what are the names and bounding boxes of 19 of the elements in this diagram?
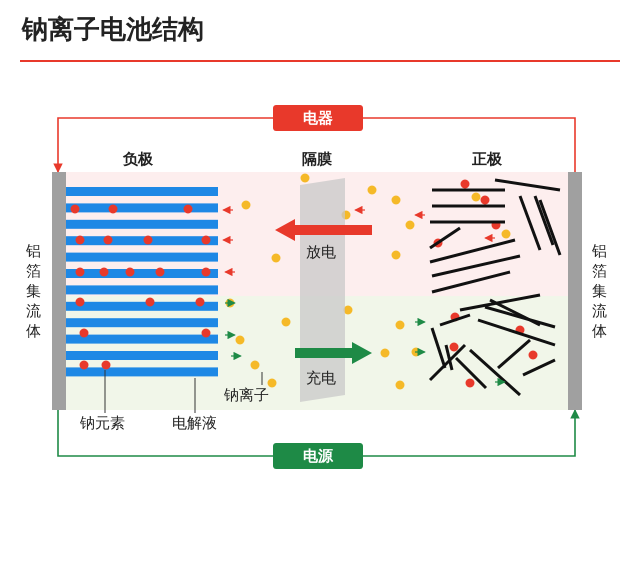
circuit-wire (57, 410, 273, 457)
discharge-label: 放电 (306, 243, 336, 262)
separator-label: 隔膜 (302, 150, 332, 169)
power-source-box: 电源 (273, 443, 363, 469)
collector-label: 铝箔集流体 (26, 241, 42, 341)
leader-line (104, 370, 106, 414)
circuit-wire (363, 117, 576, 172)
page-title: 钠离子电池结构 (22, 14, 204, 47)
callout-text: 电解液 (172, 414, 217, 433)
callout-text: 钠离子 (224, 386, 269, 405)
collector-label: 铝箔集流体 (592, 241, 608, 341)
charge-label: 充电 (306, 369, 336, 388)
circuit-wire (53, 117, 273, 173)
callout-text: 钠元素 (80, 414, 125, 433)
circuit-wire (363, 409, 580, 457)
electrode-label: 负极 (123, 150, 153, 169)
device-box: 电器 (273, 105, 363, 131)
electrode-label: 正极 (472, 150, 502, 169)
leader-line (194, 378, 196, 414)
